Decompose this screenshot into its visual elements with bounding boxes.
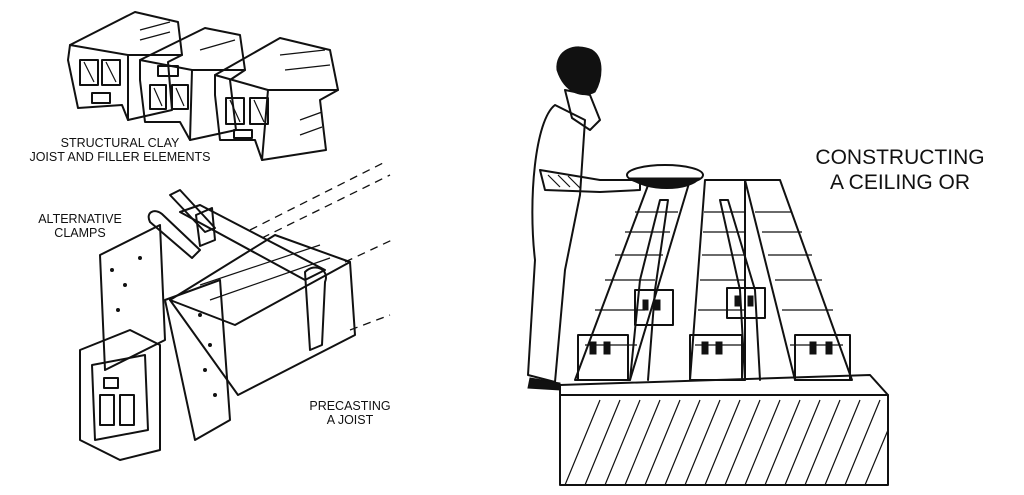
caption-line: CONSTRUCTING <box>815 146 985 169</box>
caption-line: PRECASTING <box>309 399 391 413</box>
clay-elements-caption: STRUCTURAL CLAY JOIST AND FILLER ELEMENT… <box>0 136 240 164</box>
clay-block-illustration <box>67 11 339 161</box>
ceiling-caption: CONSTRUCTING A CEILING OR <box>790 145 1010 195</box>
callout-line: ALTERNATIVE <box>38 212 122 226</box>
caption-line: JOIST AND FILLER ELEMENTS <box>29 150 211 164</box>
alternative-clamps-callout: ALTERNATIVE CLAMPS <box>30 212 130 240</box>
caption-line: STRUCTURAL CLAY <box>60 136 180 150</box>
caption-line: A JOIST <box>326 413 374 427</box>
caption-line: A CEILING OR <box>829 171 971 195</box>
precasting-caption: PRECASTING A JOIST <box>290 399 410 427</box>
callout-line: CLAMPS <box>54 226 106 240</box>
ceiling-construction-illustration <box>527 46 889 486</box>
precast-joist-illustration <box>79 161 393 461</box>
